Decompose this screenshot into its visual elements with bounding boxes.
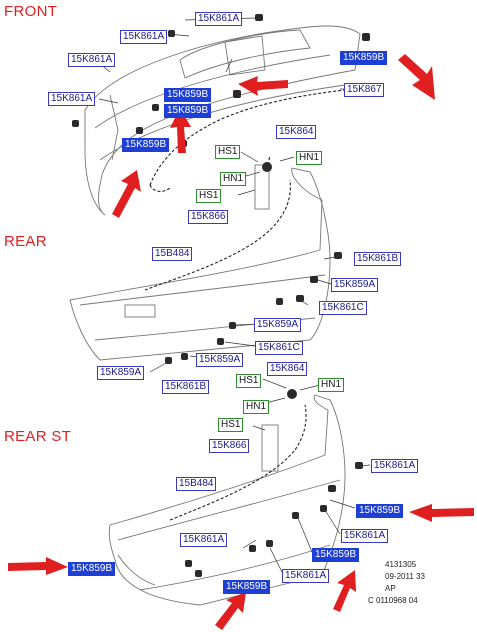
part-label-highlighted: 15K859B xyxy=(312,548,360,562)
part-label: 15B484 xyxy=(152,247,193,261)
drawing-reference-date: 09-2011 33 xyxy=(385,572,425,581)
drawing-reference-code: AP xyxy=(385,584,396,593)
part-label: 15K861A xyxy=(371,459,419,473)
part-label: 15B484 xyxy=(176,477,217,491)
part-label: 15K861B xyxy=(162,380,210,394)
connector-label: HS1 xyxy=(215,145,241,159)
part-label: 15K859A xyxy=(196,353,244,367)
connector-label: HS1 xyxy=(196,189,222,203)
connector-label: HN1 xyxy=(296,151,323,165)
part-label: 15K861A xyxy=(341,529,389,543)
part-label: 15K861A xyxy=(195,12,243,26)
drawing-reference-number: 4131305 xyxy=(385,560,417,569)
connector-label: HN1 xyxy=(243,400,270,414)
section-title-front: FRONT xyxy=(4,3,58,20)
part-label: 15K861A xyxy=(68,53,116,67)
section-title-rear: REAR xyxy=(4,233,47,250)
part-label: 15K861C xyxy=(319,301,367,315)
rear-bumper-drawing xyxy=(69,151,342,373)
part-label-highlighted: 15K859B xyxy=(122,138,170,152)
part-label: 15K859A xyxy=(331,278,379,292)
part-label: 15K867 xyxy=(344,83,385,97)
part-label: 15K861C xyxy=(255,341,303,355)
part-label-highlighted: 15K859B xyxy=(164,88,212,102)
part-label-highlighted: 15K859B xyxy=(356,504,404,518)
drawing-reference-id: C 0110968 04 xyxy=(368,596,418,605)
callout-arrows xyxy=(8,54,474,630)
part-label: 15K866 xyxy=(188,210,229,224)
connector-label: HS1 xyxy=(236,374,262,388)
rear-st-bumper-drawing xyxy=(108,378,371,606)
part-label: 15K859A xyxy=(97,366,145,380)
connector-label: HS1 xyxy=(218,418,244,432)
part-label: 15K861A xyxy=(120,30,168,44)
part-label-highlighted: 15K859B xyxy=(68,562,116,576)
part-label: 15K861A xyxy=(282,569,330,583)
connector-label: HN1 xyxy=(318,378,345,392)
part-label: 15K861A xyxy=(48,92,96,106)
part-label: 15K864 xyxy=(276,125,317,139)
part-label: 15K864 xyxy=(267,362,308,376)
connector-label: HN1 xyxy=(220,172,247,186)
part-label: 15K866 xyxy=(209,439,250,453)
part-label: 15K859A xyxy=(254,318,302,332)
part-label-highlighted: 15K859B xyxy=(223,580,271,594)
part-label-highlighted: 15K859B xyxy=(164,104,212,118)
part-label: 15K861A xyxy=(180,533,228,547)
part-label: 15K861B xyxy=(354,252,402,266)
section-title-rear-st: REAR ST xyxy=(4,428,72,445)
part-label-highlighted: 15K859B xyxy=(340,51,388,65)
